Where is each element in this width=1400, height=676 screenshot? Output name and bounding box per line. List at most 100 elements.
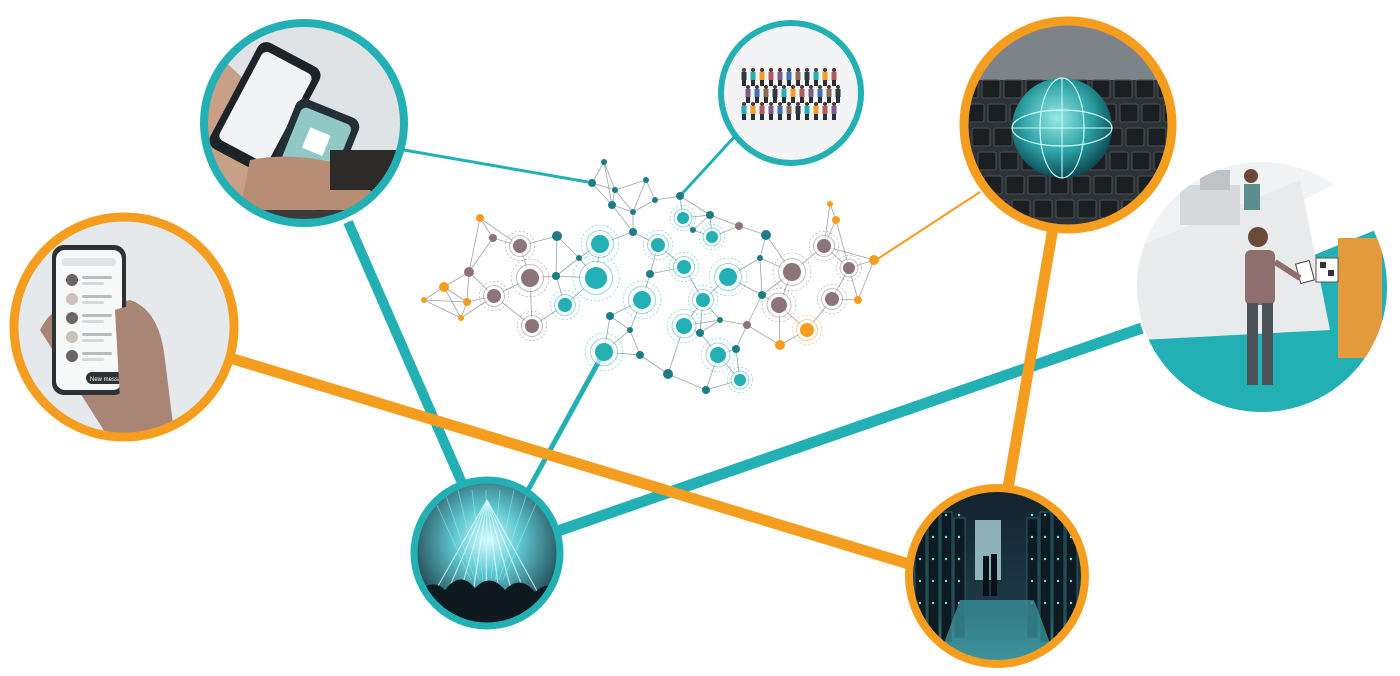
person-figure — [772, 85, 778, 103]
network-edge — [632, 199, 656, 213]
qr-scan-bubble — [1135, 160, 1389, 414]
network-node — [642, 230, 673, 261]
network-node — [690, 227, 696, 233]
person-figure — [759, 102, 765, 120]
connector-network-to-concert — [524, 350, 607, 494]
server-room-bubble — [905, 484, 1089, 668]
keyboard-key — [999, 151, 1019, 171]
network-node — [421, 297, 427, 303]
keyboard-key — [977, 151, 997, 171]
person-figure — [763, 85, 769, 103]
messaging-app-bubble: New message — [9, 212, 239, 442]
network-edge — [555, 235, 558, 277]
keyboard-key — [1077, 199, 1097, 219]
list-item — [66, 293, 112, 305]
network-edge — [857, 259, 875, 301]
person-figure — [786, 102, 792, 120]
network-node — [504, 231, 535, 262]
keyboard-key — [1119, 103, 1139, 123]
person-figure — [795, 68, 801, 86]
crowd-bubble — [718, 20, 864, 166]
person-figure — [786, 68, 792, 86]
network-node — [696, 329, 704, 337]
person-figure — [831, 68, 837, 86]
keyboard-key — [1125, 127, 1145, 147]
person-figure — [781, 85, 787, 103]
network-node — [588, 179, 596, 187]
person-figure — [768, 68, 774, 86]
connector-phone-to-network — [403, 148, 589, 184]
network-edge — [468, 237, 494, 273]
person-figure — [777, 102, 783, 120]
network-edge — [423, 299, 468, 303]
network-edge — [735, 324, 748, 350]
network-node — [791, 314, 822, 345]
network-node — [687, 284, 718, 315]
network-node — [606, 312, 614, 320]
new-message-button-label: New message — [90, 377, 129, 383]
list-item — [66, 312, 112, 324]
network-edge — [609, 315, 631, 331]
keyboard-key — [971, 127, 991, 147]
network-node — [478, 280, 509, 311]
network-node — [458, 315, 464, 321]
network-edge — [555, 257, 580, 277]
network-node — [622, 280, 662, 320]
keyboard-key — [1027, 175, 1047, 195]
network-node — [735, 222, 743, 230]
person-figure — [745, 85, 751, 103]
person-figure — [750, 68, 756, 86]
person-figure — [741, 68, 747, 86]
person-figure — [804, 68, 810, 86]
network-node — [668, 252, 699, 283]
keyboard-key — [1135, 79, 1155, 99]
person-figure — [741, 102, 747, 120]
connector-qr-to-concert — [553, 322, 1144, 538]
keyboard-key — [981, 79, 1001, 99]
network-node — [630, 209, 636, 215]
connector-crowd-to-network — [678, 133, 738, 198]
network-node — [643, 177, 649, 183]
network-node — [743, 321, 751, 329]
network-node — [489, 234, 497, 242]
network-edge — [423, 299, 462, 319]
network-edge — [759, 257, 763, 296]
person-figure — [804, 102, 810, 120]
network-node — [463, 298, 471, 306]
person-figure — [826, 85, 832, 103]
network-node — [663, 369, 673, 379]
network-node — [758, 291, 766, 299]
list-item — [66, 274, 112, 286]
keyboard-key — [1115, 175, 1135, 195]
network-edge — [466, 271, 470, 303]
network-node — [646, 270, 654, 278]
network-node — [552, 272, 560, 280]
network-node — [869, 255, 879, 265]
person-figure — [790, 85, 796, 103]
network-node — [652, 197, 658, 203]
person-figure — [808, 85, 814, 103]
network-edge — [719, 319, 748, 326]
network-edge — [654, 195, 681, 201]
connection-lines — [228, 133, 1144, 571]
keyboard-key — [1109, 151, 1129, 171]
network-edge — [614, 189, 634, 213]
network-node — [827, 201, 833, 207]
network-edge — [746, 324, 781, 346]
network-node — [772, 252, 812, 292]
network-edge — [667, 373, 707, 391]
crowd-illustration — [741, 68, 841, 120]
person-figure — [799, 85, 805, 103]
network-node — [706, 211, 714, 219]
network-node — [854, 296, 862, 304]
keyboard-key — [1159, 175, 1172, 195]
network-edge — [614, 179, 647, 191]
keyboard-key — [987, 103, 1007, 123]
network-node — [708, 257, 748, 297]
network-node — [584, 332, 624, 372]
network-edge — [591, 182, 616, 191]
person-figure — [754, 85, 760, 103]
network-node — [608, 201, 616, 209]
connector-globe-to-network — [875, 191, 981, 261]
